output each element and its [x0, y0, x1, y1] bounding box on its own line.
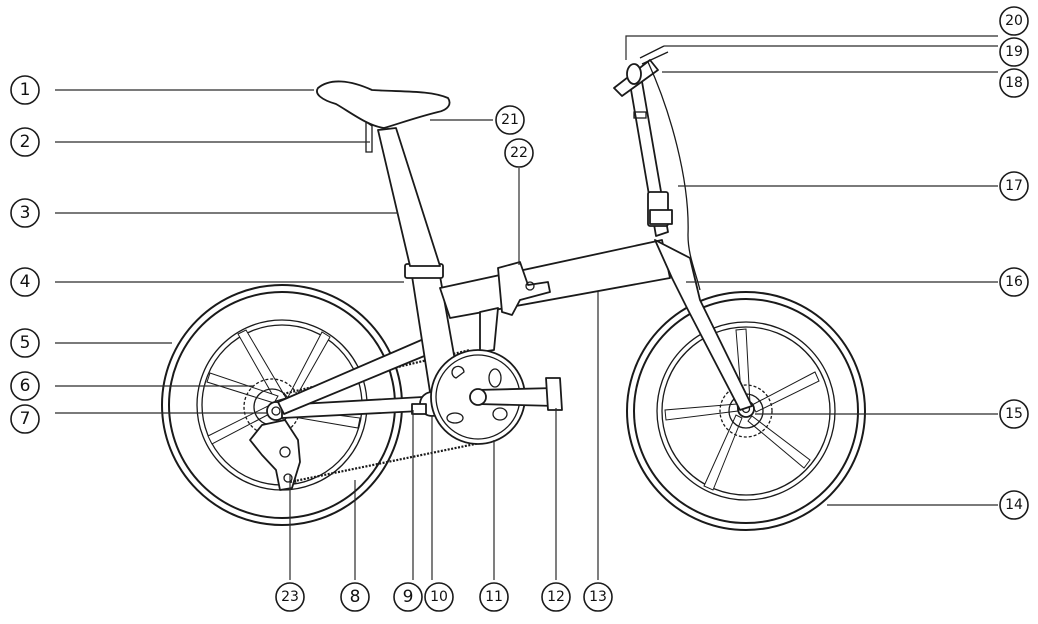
- svg-text:16: 16: [1005, 274, 1023, 290]
- callout-19: 19: [999, 37, 1029, 67]
- brake-lever: [639, 45, 665, 59]
- callout-9: 9: [393, 582, 423, 612]
- brake-cable: [647, 61, 701, 291]
- rear-derailleur: [249, 419, 301, 491]
- callout-4: 4: [10, 267, 40, 297]
- callouts: 1 2 3 4 5 6 7 8 9 10 11 12 13 14 15 16 1…: [10, 6, 1029, 612]
- callout-10: 10: [424, 582, 454, 612]
- pedal: [545, 377, 563, 411]
- callout-23: 23: [275, 582, 305, 612]
- callout-13: 13: [583, 582, 613, 612]
- svg-text:22: 22: [510, 145, 528, 161]
- leader-lines: [55, 35, 998, 580]
- steering: [613, 45, 701, 291]
- svg-text:6: 6: [20, 376, 31, 396]
- saddle-clamp-lever: [365, 120, 373, 153]
- svg-text:14: 14: [1005, 497, 1023, 513]
- callout-15: 15: [999, 399, 1029, 429]
- svg-text:7: 7: [20, 409, 31, 429]
- callout-1: 1: [10, 75, 40, 105]
- callout-2: 2: [10, 127, 40, 157]
- callout-8: 8: [340, 582, 370, 612]
- callout-7: 7: [10, 404, 40, 434]
- svg-text:1: 1: [20, 80, 31, 100]
- svg-text:17: 17: [1005, 178, 1023, 194]
- svg-text:5: 5: [20, 333, 31, 353]
- seat-post: [377, 127, 441, 267]
- callout-12: 12: [541, 582, 571, 612]
- front-wheel: [626, 291, 866, 531]
- svg-text:4: 4: [20, 272, 31, 292]
- folding-latch: [497, 261, 551, 316]
- frame: [277, 239, 753, 419]
- svg-text:13: 13: [589, 589, 607, 605]
- front-disc-rotor: [719, 384, 773, 438]
- svg-text:8: 8: [350, 587, 361, 607]
- svg-text:2: 2: [20, 132, 31, 152]
- svg-text:23: 23: [281, 589, 299, 605]
- callout-17: 17: [999, 171, 1029, 201]
- callout-22: 22: [504, 138, 534, 168]
- rear-wheel: [161, 284, 403, 526]
- callout-5: 5: [10, 328, 40, 358]
- svg-text:12: 12: [547, 589, 565, 605]
- svg-text:20: 20: [1005, 13, 1023, 29]
- svg-text:15: 15: [1005, 406, 1023, 422]
- callout-3: 3: [10, 198, 40, 228]
- crankset: [430, 349, 563, 445]
- saddle: [316, 80, 451, 129]
- callout-20: 20: [999, 6, 1029, 36]
- svg-text:9: 9: [403, 587, 414, 607]
- crank-arm: [475, 387, 557, 407]
- svg-text:10: 10: [430, 589, 448, 605]
- svg-text:18: 18: [1005, 75, 1023, 91]
- callout-18: 18: [999, 68, 1029, 98]
- svg-text:21: 21: [501, 112, 519, 128]
- seat-assembly: [316, 80, 451, 267]
- svg-text:11: 11: [485, 589, 503, 605]
- callout-6: 6: [10, 371, 40, 401]
- callout-21: 21: [495, 105, 525, 135]
- svg-text:3: 3: [20, 203, 31, 223]
- callout-11: 11: [479, 582, 509, 612]
- front-wheel-spokes: [664, 328, 820, 491]
- callout-16: 16: [999, 267, 1029, 297]
- svg-text:19: 19: [1005, 44, 1023, 60]
- callout-14: 14: [999, 490, 1029, 520]
